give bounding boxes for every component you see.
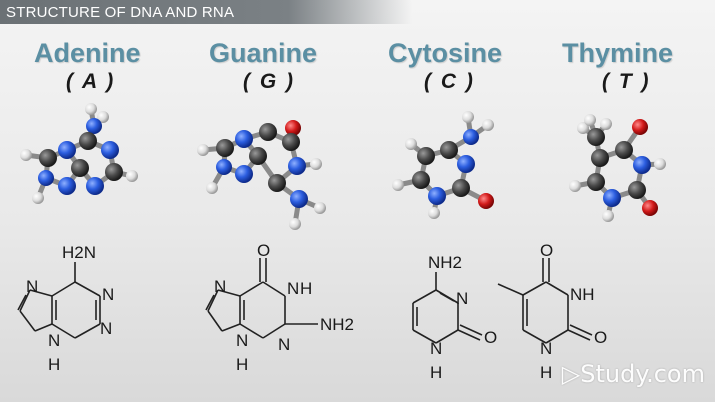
thymine-h1-label: H (540, 363, 552, 382)
cytosine-nh2-label: NH2 (428, 253, 462, 272)
thymine-o2-label: O (594, 328, 607, 347)
watermark-text: Study.com (580, 360, 705, 388)
guanine-h1-label: H (300, 279, 312, 298)
adenine-n1-label: N (102, 285, 114, 304)
thymine-3d-model (569, 114, 666, 222)
guanine-h9-label: H (236, 355, 248, 374)
cytosine-n3-label: N (456, 289, 468, 308)
cytosine-h1-label: H (430, 363, 442, 382)
guanine-n3-label: N (278, 335, 290, 354)
play-circle-icon: ▷ (561, 360, 581, 388)
page-title: STRUCTURE OF DNA AND RNA (6, 4, 235, 21)
base-abbr-thymine: ( T ) (602, 70, 651, 93)
adenine-n7-label: N (26, 277, 38, 296)
cytosine-3d-model (392, 111, 494, 219)
guanine-n9-label: N (236, 331, 248, 350)
base-abbr-adenine: ( A ) (66, 70, 116, 93)
base-name-thymine: Thymine (562, 38, 674, 68)
adenine-n3-label: N (100, 319, 112, 338)
thymine-nh-label: NH (570, 285, 595, 304)
thymine-o4-label: O (540, 241, 553, 260)
guanine-n1-label: N (287, 279, 299, 298)
base-name-adenine: Adenine (34, 38, 141, 68)
cytosine-n1-label: N (430, 339, 442, 358)
base-name-guanine: Guanine (209, 38, 318, 68)
guanine-n7-label: N (214, 277, 226, 296)
guanine-nh2-label: NH2 (320, 315, 354, 334)
adenine-3d-model (20, 103, 138, 204)
adenine-h9-label: H (48, 355, 60, 374)
study-watermark: ▷Study.com (562, 360, 705, 388)
cytosine-o2-label: O (484, 328, 497, 347)
guanine-3d-model (197, 120, 326, 230)
guanine-o6-label: O (257, 241, 270, 260)
base-abbr-cytosine: ( C ) (424, 70, 475, 93)
thymine-n1-label: N (540, 339, 552, 358)
adenine-n9-label: N (48, 331, 60, 350)
adenine-h2n-label: H2N (62, 243, 96, 262)
base-abbr-guanine: ( G ) (243, 70, 295, 93)
base-name-cytosine: Cytosine (388, 38, 503, 68)
title-banner: STRUCTURE OF DNA AND RNA (0, 0, 412, 24)
